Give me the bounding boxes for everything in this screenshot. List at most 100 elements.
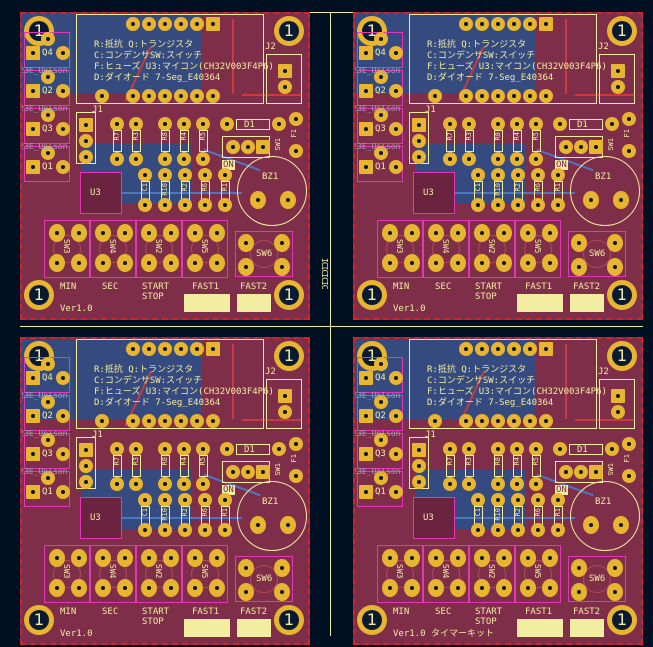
seven-seg-pin[interactable] [95, 89, 109, 103]
seven-seg-pin[interactable] [95, 414, 109, 428]
seven-seg-pin[interactable] [475, 342, 489, 356]
switch-label[interactable]: SW3 [62, 239, 71, 254]
switch-pad[interactable] [187, 579, 203, 597]
sw1-pad[interactable] [589, 140, 603, 154]
seven-seg-pin[interactable] [142, 414, 156, 428]
switch-pad[interactable] [209, 579, 225, 597]
resistor-pad[interactable] [138, 493, 152, 507]
switch-pad[interactable] [117, 254, 133, 272]
resistor-pad[interactable] [471, 523, 485, 537]
switch-pad[interactable] [496, 254, 512, 272]
resistor-pad[interactable] [158, 198, 172, 212]
j2-pad-2[interactable] [611, 405, 625, 419]
switch-pad[interactable] [187, 254, 203, 272]
resistor-pad[interactable] [218, 198, 232, 212]
resistor-pad[interactable] [491, 168, 505, 182]
seven-seg-pin[interactable] [507, 17, 521, 31]
transistor-pad[interactable] [41, 146, 55, 160]
transistor-pad[interactable] [359, 409, 373, 423]
switch-pad[interactable] [571, 559, 587, 577]
f1-pad[interactable] [622, 112, 636, 126]
switch-pad[interactable] [404, 224, 420, 242]
switch-pad[interactable] [187, 224, 203, 242]
j1-pad[interactable] [412, 459, 426, 473]
mcu-u3[interactable] [80, 172, 122, 214]
resistor-pad[interactable] [443, 477, 457, 491]
transistor-pad[interactable] [56, 46, 70, 60]
d1-pad[interactable] [553, 442, 567, 456]
resistor-pad[interactable] [178, 493, 192, 507]
seven-seg-pin[interactable] [126, 414, 140, 428]
buzzer-pad[interactable] [250, 191, 266, 209]
switch-pad[interactable] [117, 224, 133, 242]
transistor-pad[interactable] [26, 447, 40, 461]
resistor-pad[interactable] [491, 442, 505, 456]
switch-label[interactable]: SW4 [108, 239, 117, 254]
resistor-pad[interactable] [218, 523, 232, 537]
switch-pad[interactable] [71, 254, 87, 272]
switch-pad[interactable] [209, 549, 225, 567]
j1-pad[interactable] [79, 475, 93, 489]
resistor-pad[interactable] [471, 168, 485, 182]
resistor-pad[interactable] [462, 117, 476, 131]
switch-pad[interactable] [163, 254, 179, 272]
resistor-pad[interactable] [491, 152, 505, 166]
resistor-pad[interactable] [177, 117, 191, 131]
seven-seg-pin[interactable] [491, 342, 505, 356]
switch-pad[interactable] [163, 224, 179, 242]
resistor-pad[interactable] [491, 117, 505, 131]
resistor-pad[interactable] [198, 168, 212, 182]
seven-seg-pin[interactable] [523, 414, 537, 428]
switch-pad[interactable] [238, 258, 254, 276]
transistor-pad[interactable] [374, 357, 388, 371]
resistor-pad[interactable] [196, 442, 210, 456]
switch-pad[interactable] [71, 579, 87, 597]
transistor-pad[interactable] [56, 122, 70, 136]
switch-pad[interactable] [496, 549, 512, 567]
seven-seg-pin[interactable] [158, 89, 172, 103]
switch-pad[interactable] [209, 254, 225, 272]
j2-pad-1[interactable] [278, 389, 292, 403]
seven-seg-pin[interactable] [190, 17, 204, 31]
f1-pad[interactable] [289, 144, 303, 158]
switch-pad[interactable] [542, 224, 558, 242]
transistor-pad[interactable] [389, 84, 403, 98]
j1-pad[interactable] [412, 134, 426, 148]
switch-label[interactable]: SW5 [200, 239, 209, 254]
resistor-pad[interactable] [551, 198, 565, 212]
transistor-pad[interactable] [389, 371, 403, 385]
resistor-pad[interactable] [491, 198, 505, 212]
transistor-pad[interactable] [374, 70, 388, 84]
buzzer-pad[interactable] [613, 191, 629, 209]
resistor-pad[interactable] [510, 442, 524, 456]
transistor-pad[interactable] [56, 409, 70, 423]
resistor-pad[interactable] [177, 152, 191, 166]
resistor-pad[interactable] [218, 493, 232, 507]
seven-seg-pin[interactable] [475, 17, 489, 31]
mcu-u3[interactable] [413, 497, 455, 539]
transistor-pad[interactable] [374, 471, 388, 485]
seven-seg-pin[interactable] [142, 17, 156, 31]
switch-pad[interactable] [450, 579, 466, 597]
resistor-pad[interactable] [491, 523, 505, 537]
mount-hole[interactable]: 1 [357, 280, 387, 310]
switch-pad[interactable] [607, 583, 623, 601]
switch-pad[interactable] [607, 559, 623, 577]
resistor-pad[interactable] [196, 477, 210, 491]
transistor-pad[interactable] [359, 160, 373, 174]
switch-label[interactable]: SW5 [200, 564, 209, 579]
switch-pad[interactable] [450, 549, 466, 567]
switch-pad[interactable] [117, 579, 133, 597]
buzzer-pad[interactable] [583, 191, 599, 209]
d1-pad[interactable] [220, 117, 234, 131]
switch-label[interactable]: SW2 [487, 564, 496, 579]
switch-pad[interactable] [49, 254, 65, 272]
transistor-pad[interactable] [389, 409, 403, 423]
transistor-pad[interactable] [389, 447, 403, 461]
j2-pad-2[interactable] [278, 80, 292, 94]
seven-seg-pin[interactable] [174, 414, 188, 428]
seven-seg-pin[interactable] [523, 17, 537, 31]
resistor-pad[interactable] [158, 493, 172, 507]
mount-hole[interactable]: 1 [357, 605, 387, 635]
buzzer-pad[interactable] [613, 516, 629, 534]
